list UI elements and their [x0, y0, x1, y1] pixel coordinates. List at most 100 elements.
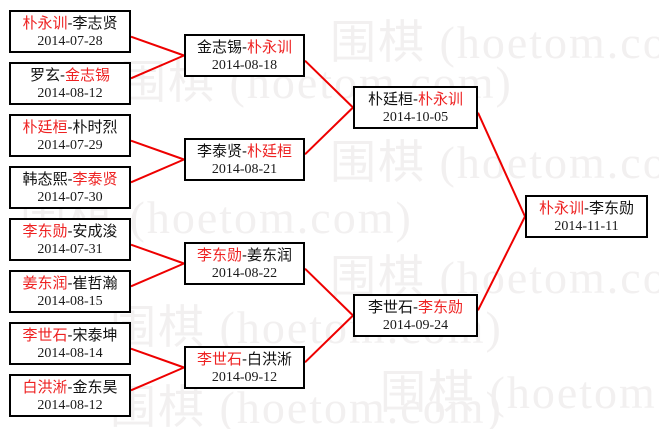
match-players: 李东勋-姜东润: [186, 246, 303, 265]
player-loser: 崔哲瀚: [72, 275, 118, 292]
match-players: 朴廷桓-朴时烈: [11, 118, 129, 137]
match-date: 2014-08-18: [211, 58, 278, 73]
match-players: 金志锡-朴永训: [186, 38, 303, 57]
match-date: 2014-07-28: [37, 34, 103, 49]
player-winner: 姜东润: [22, 275, 68, 292]
player-loser: 李东勋: [589, 200, 635, 217]
match-date: 2014-11-11: [554, 219, 619, 234]
player-winner: 李世石: [196, 351, 242, 368]
player-winner: 朴廷桓: [247, 143, 293, 160]
player-separator: -: [67, 119, 73, 136]
player-separator: -: [67, 327, 73, 344]
connector-line: [477, 112, 526, 217]
player-loser: 李泰贤: [196, 143, 242, 160]
match-players: 罗玄-金志锡: [11, 66, 129, 85]
player-separator: -: [584, 200, 589, 217]
connector-line: [130, 139, 185, 161]
connector-line: [304, 106, 354, 156]
player-winner: 李东勋: [418, 299, 464, 316]
player-separator: -: [67, 223, 73, 240]
player-loser: 罗玄: [29, 67, 60, 84]
match-date: 2014-08-12: [37, 398, 103, 413]
player-separator: -: [67, 171, 73, 188]
player-loser: 白洪淅: [247, 351, 293, 368]
watermark-text: 围棋 (hoetom.com): [380, 367, 659, 418]
player-winner: 金志锡: [65, 67, 111, 84]
player-loser: 朴时烈: [72, 119, 118, 136]
player-separator: -: [413, 91, 418, 108]
player-winner: 朴廷桓: [22, 119, 68, 136]
watermark-text: 围棋 (hoetom.com): [110, 382, 503, 429]
match-date: 2014-07-31: [37, 242, 103, 257]
connector-line: [477, 216, 526, 311]
player-winner: 白洪淅: [22, 379, 68, 396]
connector-line: [130, 347, 185, 369]
match-players: 李泰贤-朴廷桓: [186, 142, 303, 161]
match-players: 李世石-白洪淅: [186, 350, 303, 369]
player-separator: -: [413, 299, 418, 316]
match-box-round-1-8[interactable]: 白洪淅-金东昊 2014-08-12: [9, 374, 131, 417]
player-loser: 李志贤: [72, 15, 118, 32]
player-separator: -: [242, 247, 247, 264]
match-players: 姜东润-崔哲瀚: [11, 274, 129, 293]
match-box-semifinal-2[interactable]: 李世石-李东勋 2014-09-24: [353, 294, 478, 337]
watermark-text: 围棋 (hoetom.com): [330, 17, 659, 68]
match-date: 2014-07-29: [37, 138, 103, 153]
player-winner: 朴永训: [418, 91, 464, 108]
player-separator: -: [242, 143, 247, 160]
player-separator: -: [67, 15, 73, 32]
connector-line: [130, 35, 185, 57]
player-loser: 姜东润: [247, 247, 293, 264]
player-separator: -: [242, 351, 247, 368]
match-players: 朴廷桓-朴永训: [355, 90, 476, 109]
match-date: 2014-08-12: [37, 86, 103, 101]
match-players: 韩态熙-李泰贤: [11, 170, 129, 189]
connector-line: [304, 59, 354, 109]
player-separator: -: [242, 39, 247, 56]
player-winner: 李泰贤: [72, 171, 118, 188]
player-winner: 朴永训: [247, 39, 293, 56]
match-players: 李东勋-安成浚: [11, 222, 129, 241]
player-winner: 朴永训: [22, 15, 68, 32]
player-loser: 安成浚: [72, 223, 118, 240]
player-loser: 韩态熙: [22, 171, 68, 188]
player-separator: -: [60, 67, 65, 84]
player-winner: 李东勋: [196, 247, 242, 264]
player-winner: 朴永训: [538, 200, 584, 217]
player-loser: 朴廷桓: [367, 91, 413, 108]
match-players: 朴永训-李志贤: [11, 14, 129, 33]
player-loser: 李世石: [367, 299, 413, 316]
connector-line: [130, 243, 185, 265]
player-loser: 金东昊: [72, 379, 118, 396]
player-separator: -: [67, 275, 73, 292]
connector-line: [130, 262, 185, 288]
match-date: 2014-08-14: [37, 346, 103, 361]
match-players: 李世石-宋泰坤: [11, 326, 129, 345]
match-date: 2014-09-24: [382, 318, 449, 333]
match-date: 2014-08-21: [211, 162, 278, 177]
player-winner: 李东勋: [22, 223, 68, 240]
player-separator: -: [67, 379, 73, 396]
match-players: 朴永训-李东勋: [527, 199, 646, 218]
match-date: 2014-08-15: [37, 294, 103, 309]
match-date: 2014-08-22: [211, 266, 278, 281]
watermark-text: 围棋 (hoetom.com): [330, 137, 659, 188]
player-loser: 金志锡: [196, 39, 242, 56]
player-loser: 宋泰坤: [72, 327, 118, 344]
match-date: 2014-07-30: [37, 190, 103, 205]
connector-line: [130, 54, 185, 80]
